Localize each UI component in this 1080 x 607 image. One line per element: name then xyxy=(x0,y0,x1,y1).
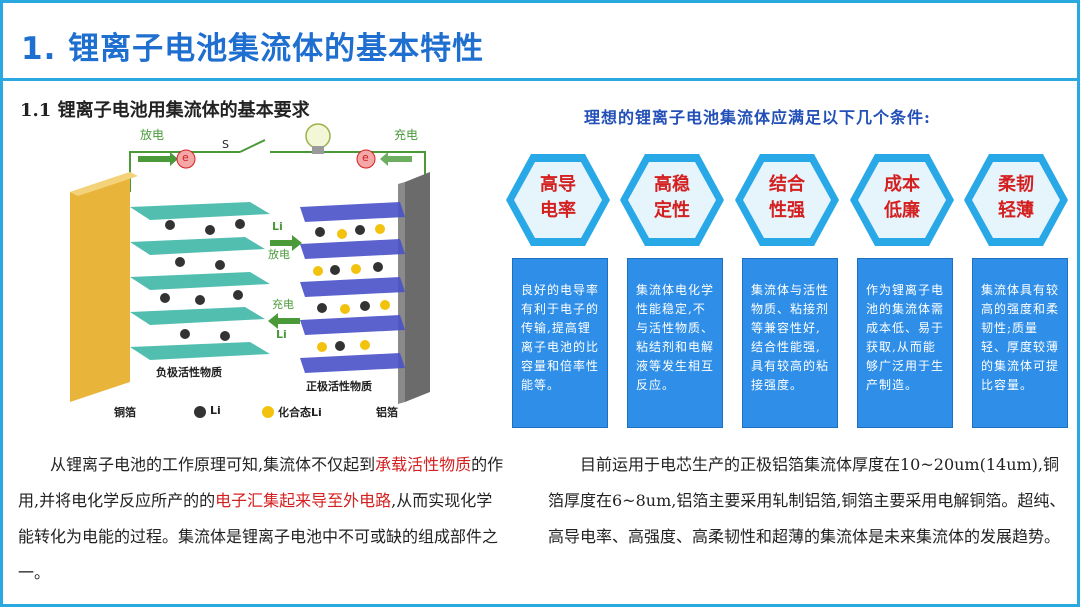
condition-card: 良好的电导率有利于电子的传输,提高锂离子电池的比容量和倍率性能等。 xyxy=(512,258,608,428)
discharge-mid-label: 放电 xyxy=(268,248,290,261)
neg-material-label: 负极活性物质 xyxy=(156,366,222,379)
page-title: 1. 锂离子电池集流体的基本特性 xyxy=(21,31,485,67)
para-text: 从锂离子电池的工作原理可知,集流体不仅起到 xyxy=(50,455,376,474)
condition-hex-conductivity: 高导电率 xyxy=(504,152,612,248)
electron-right-label: e xyxy=(362,151,369,164)
condition-desc: 集流体与活性物质、粘接剂等兼容性好,结合性能强,具有较高的粘接强度。 xyxy=(751,283,830,392)
condition-desc: 良好的电导率有利于电子的传输,提高锂离子电池的比容量和倍率性能等。 xyxy=(521,283,600,392)
discharge-top-label: 放电 xyxy=(140,128,165,142)
switch-label: S xyxy=(222,138,229,151)
condition-label: 成本低廉 xyxy=(884,174,920,221)
condition-card: 作为锂离子电池的集流体需成本低、易于获取,从而能够广泛用于生产制造。 xyxy=(857,258,953,428)
para-text: 的作用,并将电化学反应所产的的 xyxy=(18,455,504,510)
condition-hex-stability: 高稳定性 xyxy=(618,152,726,248)
li-plus-label-1: Li xyxy=(272,220,283,233)
condition-card: 集流体与活性物质、粘接剂等兼容性好,结合性能强,具有较高的粘接强度。 xyxy=(742,258,838,428)
legend-li-label: Li xyxy=(210,404,221,417)
charge-mid-label: 充电 xyxy=(272,298,294,311)
battery-diagram: 放电 充电 S e e Li 放电 充电 Li 负极活性物质 正极活性物质 铜箔… xyxy=(60,122,460,422)
condition-label: 结合性强 xyxy=(769,174,805,221)
battery-diagram-svg xyxy=(70,123,430,418)
condition-desc: 作为锂离子电池的集流体需成本低、易于获取,从而能够广泛用于生产制造。 xyxy=(866,283,945,392)
legend-compound-label: 化合态Li xyxy=(278,406,322,419)
section-subtitle: 1.1 锂离子电池用集流体的基本要求 xyxy=(20,100,310,121)
condition-desc: 集流体具有较高的强度和柔韧性;质量轻、厚度较薄的集流体可提比容量。 xyxy=(981,283,1060,392)
slide-header: 1. 锂离子电池集流体的基本特性 xyxy=(3,3,1077,81)
condition-hex-adhesion: 结合性强 xyxy=(733,152,841,248)
pos-material-label: 正极活性物质 xyxy=(306,380,372,393)
condition-label: 柔韧轻薄 xyxy=(998,174,1034,221)
charge-top-label: 充电 xyxy=(394,128,419,142)
highlight-text: 承载活性物质 xyxy=(375,455,472,474)
electron-left-label: e xyxy=(182,151,189,164)
li-plus-label-2: Li xyxy=(276,328,287,341)
right-paragraph: 目前运用于电芯生产的正极铝箔集流体厚度在10~20um(14um),铜箔厚度在6… xyxy=(548,447,1068,555)
condition-card: 集流体电化学性能稳定,不与活性物质、粘结剂和电解液等发生相互反应。 xyxy=(627,258,723,428)
condition-label: 高稳定性 xyxy=(654,174,690,221)
para-text: ,从而实现化学能转化为电能的过程。集流体是锂离子电池中不可或缺的组成部件之一。 xyxy=(18,491,499,582)
condition-desc: 集流体电化学性能稳定,不与活性物质、粘结剂和电解液等发生相互反应。 xyxy=(636,283,715,392)
legend-al-label: 铝箔 xyxy=(376,406,398,419)
condition-label: 高导电率 xyxy=(540,174,576,221)
highlight-text: 电子汇集起来导至外电路 xyxy=(215,491,392,510)
conditions-title: 理想的锂离子电池集流体应满足以下几个条件: xyxy=(584,108,931,127)
condition-hex-cost: 成本低廉 xyxy=(848,152,956,248)
condition-hex-flexibility: 柔韧轻薄 xyxy=(962,152,1070,248)
left-paragraph: 从锂离子电池的工作原理可知,集流体不仅起到承载活性物质的作用,并将电化学反应所产… xyxy=(18,447,504,591)
legend-cu-label: 铜箔 xyxy=(114,406,136,419)
para-text: 目前运用于电芯生产的正极铝箔集流体厚度在10~20um(14um),铜箔厚度在6… xyxy=(548,455,1066,546)
condition-card: 集流体具有较高的强度和柔韧性;质量轻、厚度较薄的集流体可提比容量。 xyxy=(972,258,1068,428)
